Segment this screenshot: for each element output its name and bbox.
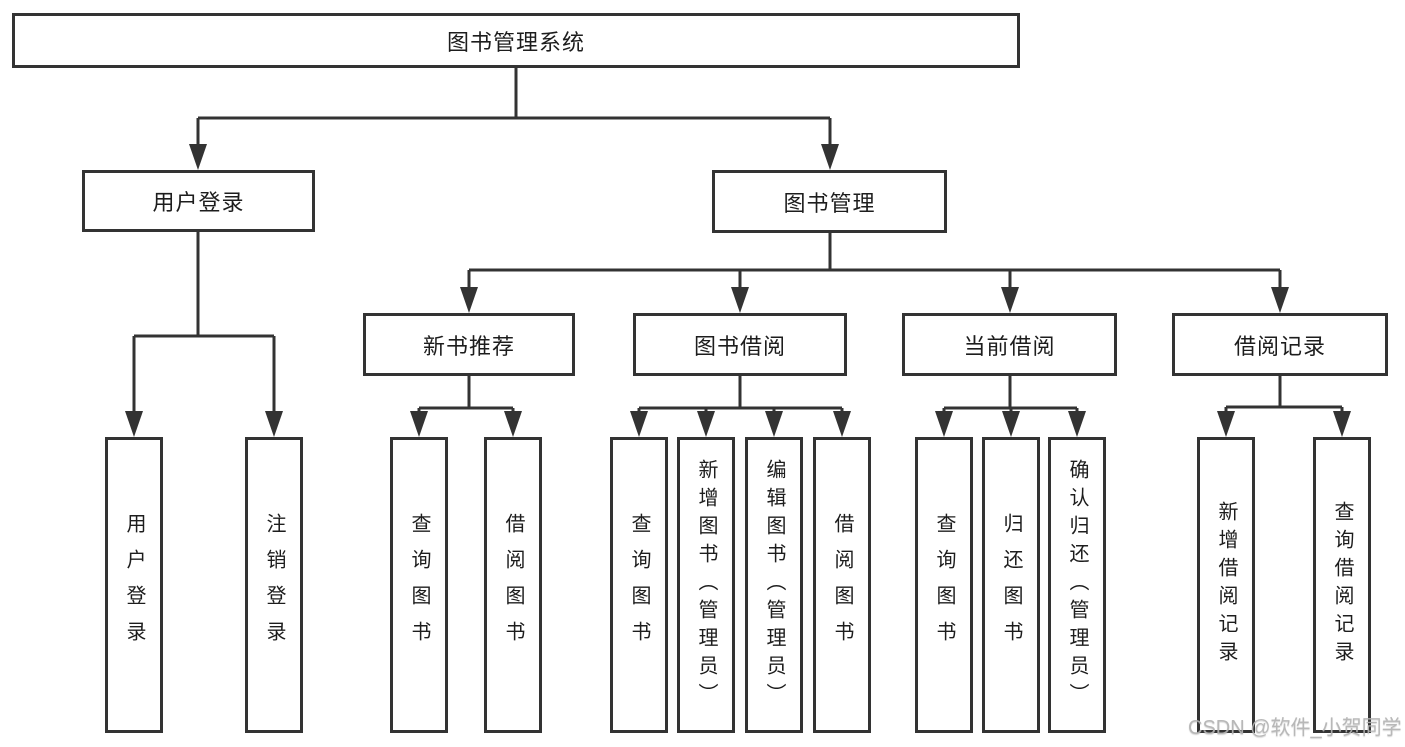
- connector-user-login-branch: [132, 232, 276, 415]
- arrowhead: [821, 144, 839, 170]
- leaf-label: 借阅图书: [831, 513, 853, 657]
- leaf-query-borrow-record: 查询借阅记录: [1313, 437, 1371, 733]
- connector-borrow-record-branch: [1224, 376, 1344, 415]
- connector-root-to-level2: [196, 68, 832, 148]
- leaf-label: 查询图书: [933, 513, 955, 657]
- arrowhead: [265, 411, 283, 437]
- leaf-logout: 注销登录: [245, 437, 303, 733]
- leaf-query-books-2: 查询图书: [610, 437, 668, 733]
- arrowhead: [125, 411, 143, 437]
- node-book-borrow: 图书借阅: [633, 313, 847, 376]
- leaf-label: 注销登录: [263, 513, 285, 657]
- arrowhead: [697, 411, 715, 437]
- leaf-confirm-return-admin: 确认归还（管理员）: [1048, 437, 1106, 733]
- node-label: 新书推荐: [422, 333, 515, 359]
- node-library-management-system: 图书管理系统: [12, 13, 1020, 68]
- arrowhead: [1002, 411, 1020, 437]
- node-user-login: 用户登录: [82, 170, 315, 232]
- leaf-label: 新增借阅记录: [1215, 501, 1237, 669]
- arrowhead: [410, 411, 428, 437]
- node-current-borrow: 当前借阅: [902, 313, 1117, 376]
- arrowhead: [935, 411, 953, 437]
- node-label: 图书管理系统: [446, 29, 585, 55]
- leaf-borrow-books-1: 借阅图书: [484, 437, 542, 733]
- arrowheads: [125, 144, 1351, 437]
- leaf-label: 归还图书: [1000, 513, 1022, 657]
- leaf-label: 新增图书（管理员）: [695, 459, 717, 711]
- node-label: 当前借阅: [963, 333, 1056, 359]
- connector-new-book-branch: [417, 376, 515, 415]
- leaf-label: 查询借阅记录: [1331, 501, 1353, 669]
- leaf-add-book-admin: 新增图书（管理员）: [677, 437, 735, 733]
- node-new-book-recommend: 新书推荐: [363, 313, 575, 376]
- node-label: 借阅记录: [1233, 333, 1326, 359]
- node-book-management: 图书管理: [712, 170, 947, 233]
- leaf-return-book: 归还图书: [982, 437, 1040, 733]
- arrowhead: [1217, 411, 1235, 437]
- arrowhead: [189, 144, 207, 170]
- leaf-label: 借阅图书: [502, 513, 524, 657]
- arrowhead: [1271, 287, 1289, 313]
- leaf-add-borrow-record: 新增借阅记录: [1197, 437, 1255, 733]
- node-borrow-records: 借阅记录: [1172, 313, 1388, 376]
- node-label: 用户登录: [152, 190, 245, 215]
- arrowhead: [1001, 287, 1019, 313]
- leaf-query-books-3: 查询图书: [915, 437, 973, 733]
- connector-book-management-branch: [467, 233, 1282, 291]
- node-label: 图书借阅: [693, 333, 786, 359]
- leaf-label: 确认归还（管理员）: [1066, 459, 1088, 711]
- arrowhead: [833, 411, 851, 437]
- leaf-edit-book-admin: 编辑图书（管理员）: [745, 437, 803, 733]
- connector-current-borrow-branch: [942, 376, 1079, 415]
- leaf-label: 查询图书: [628, 513, 650, 657]
- leaf-user-login: 用户登录: [105, 437, 163, 733]
- arrowhead: [1068, 411, 1086, 437]
- leaf-label: 编辑图书（管理员）: [763, 459, 785, 711]
- leaf-label: 查询图书: [408, 513, 430, 657]
- node-label: 图书管理: [783, 190, 876, 216]
- arrowhead: [765, 411, 783, 437]
- arrowhead: [460, 287, 478, 313]
- leaf-query-books-1: 查询图书: [390, 437, 448, 733]
- leaf-borrow-books-2: 借阅图书: [813, 437, 871, 733]
- leaf-label: 用户登录: [123, 513, 145, 657]
- csdn-watermark: CSDN @软件_小贺同学: [1188, 717, 1402, 739]
- connector-book-borrow-branch: [637, 376, 844, 415]
- arrowhead: [630, 411, 648, 437]
- arrowhead: [1333, 411, 1351, 437]
- arrowhead: [504, 411, 522, 437]
- arrowhead: [731, 287, 749, 313]
